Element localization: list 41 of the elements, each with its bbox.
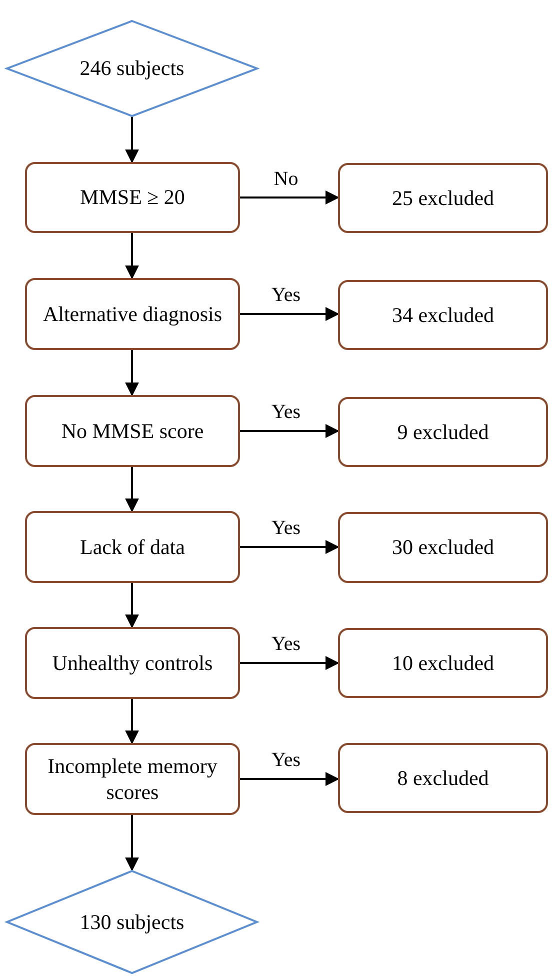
criterion-box bbox=[25, 395, 240, 467]
terminal-diamond bbox=[6, 20, 258, 117]
criterion-box bbox=[25, 278, 240, 350]
arrow bbox=[240, 307, 340, 321]
arrow bbox=[125, 699, 139, 744]
arrow bbox=[125, 350, 139, 396]
arrow bbox=[240, 424, 340, 438]
exclusion-box bbox=[338, 280, 548, 350]
node-text: Alternative diagnosis bbox=[42, 300, 224, 328]
arrow bbox=[240, 190, 340, 204]
arrow bbox=[125, 117, 139, 164]
exclusion-box bbox=[338, 397, 548, 467]
node-text: MMSE ≥ 20 bbox=[79, 184, 186, 211]
criterion-box bbox=[25, 743, 240, 815]
node-text: 8 excluded bbox=[396, 764, 490, 792]
exclusion-box bbox=[338, 743, 548, 813]
arrow bbox=[125, 583, 139, 628]
arrow bbox=[240, 540, 340, 554]
exclusion-box bbox=[338, 512, 548, 583]
node-text: Incomplete memory scores bbox=[46, 752, 218, 806]
node-text: Unhealthy controls bbox=[51, 650, 214, 676]
node-text: 130 subjects bbox=[78, 908, 186, 936]
node-text: 246 subjects bbox=[78, 55, 186, 82]
node-text: Lack of data bbox=[79, 534, 186, 560]
terminal-diamond bbox=[6, 870, 258, 974]
exclusion-box bbox=[338, 163, 548, 233]
arrow bbox=[240, 772, 340, 786]
node-text: 10 excluded bbox=[390, 650, 496, 676]
criterion-box bbox=[25, 162, 240, 233]
criterion-box bbox=[25, 627, 240, 699]
node-text: 34 excluded bbox=[390, 302, 496, 328]
criterion-box bbox=[25, 511, 240, 583]
exclusion-box bbox=[338, 628, 548, 698]
arrow bbox=[125, 233, 139, 280]
arrow bbox=[125, 815, 139, 872]
node-text: 30 excluded bbox=[390, 534, 496, 561]
arrow bbox=[125, 467, 139, 512]
node-text: No MMSE score bbox=[60, 418, 205, 444]
arrow bbox=[240, 656, 340, 670]
node-text: 9 excluded bbox=[396, 418, 490, 446]
node-text: 25 excluded bbox=[390, 184, 496, 212]
